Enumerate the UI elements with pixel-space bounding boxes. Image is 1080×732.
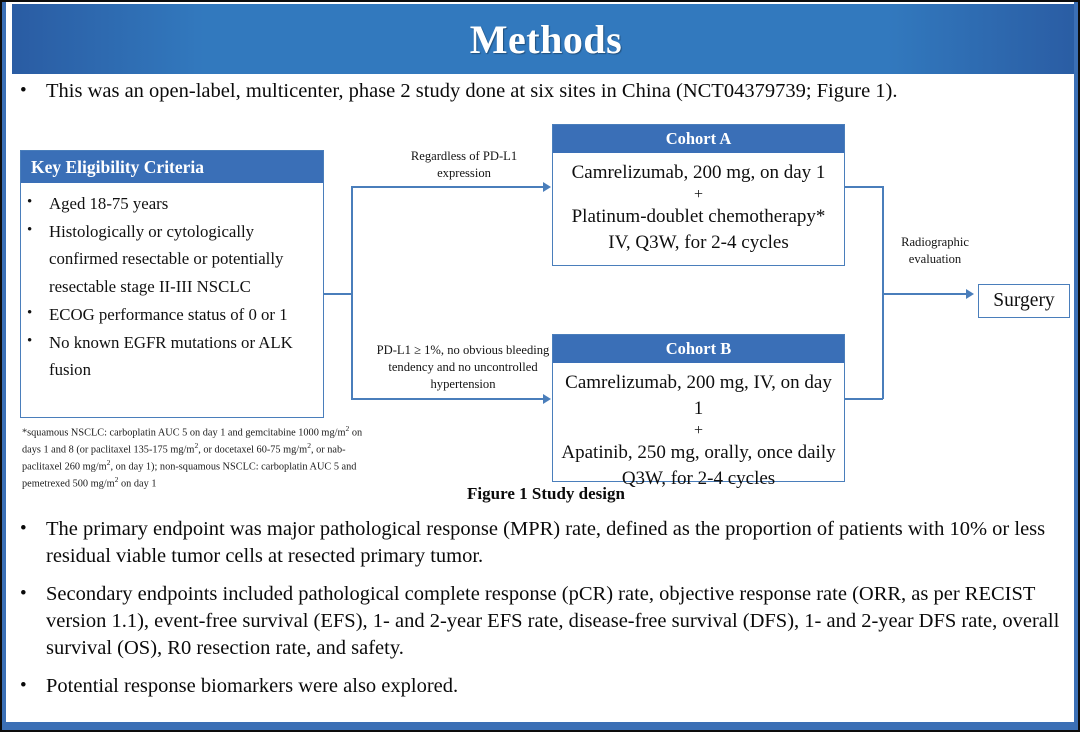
- lead-bullet-text: This was an open-label, multicenter, pha…: [46, 80, 898, 102]
- eligibility-item-text: ECOG performance status of 0 or 1: [49, 304, 288, 324]
- connector-cohort-b-out: [845, 398, 883, 400]
- label-radiographic-evaluation: Radiographic evaluation: [901, 235, 969, 266]
- connector-merge-vertical: [882, 186, 884, 399]
- lower-bullet-list: • The primary endpoint was major patholo…: [20, 516, 1068, 711]
- cohort-b-line-1: Camrelizumab, 200 mg, IV, on day 1: [565, 372, 832, 420]
- cohort-b-line-2: Apatinib, 250 mg, orally, once daily: [561, 442, 836, 464]
- bullet-marker-icon: •: [27, 304, 33, 321]
- footnote-sup: 2: [345, 424, 350, 433]
- cohort-b-line-3: Q3W, for 2-4 cycles: [621, 468, 776, 490]
- list-item: • No known EGFR mutations or ALK fusion: [27, 329, 315, 383]
- connector-to-surgery: [882, 293, 968, 295]
- figure-caption: Figure 1 Study design: [467, 484, 625, 503]
- bullet-marker-icon: •: [27, 194, 33, 210]
- arrow-head-cohort-b-icon: [543, 394, 551, 404]
- cohort-b-box: Cohort B Camrelizumab, 200 mg, IV, on da…: [552, 334, 845, 489]
- eligibility-header: Key Eligibility Criteria: [21, 151, 323, 183]
- eligibility-item-text: Histologically or cytologically confirme…: [49, 222, 284, 296]
- cohort-a-line-1: Camrelizumab, 200 mg, on day 1: [571, 162, 826, 183]
- list-item: • Aged 18-75 years: [27, 190, 315, 217]
- bullet-marker-icon: •: [20, 675, 27, 697]
- footnote-seg: on day 1: [118, 478, 157, 490]
- connector-cohort-a-out: [845, 186, 883, 188]
- lead-bullet: • This was an open-label, multicenter, p…: [20, 78, 1066, 105]
- list-item: • Histologically or cytologically confir…: [27, 218, 315, 300]
- footnote-seg: , or docetaxel 60-75 mg/m: [198, 444, 308, 456]
- label-pdl1-criteria: PD-L1 ≥ 1%, no obvious bleeding tendency…: [376, 343, 550, 391]
- list-item: • Secondary endpoints included pathologi…: [20, 581, 1068, 662]
- list-item: • The primary endpoint was major patholo…: [20, 516, 1068, 570]
- cohort-a-line-2: Platinum-doublet chemotherapy*: [571, 205, 826, 227]
- bullet-marker-icon: •: [20, 80, 27, 101]
- connector-branch-cohort-b: [351, 398, 545, 400]
- surgery-box: Surgery: [978, 284, 1070, 318]
- connector-trunk-stub: [324, 293, 352, 295]
- cohort-b-body: Camrelizumab, 200 mg, IV, on day 1 + Apa…: [553, 363, 844, 498]
- cohort-a-body: Camrelizumab, 200 mg, on day 1 + Platinu…: [553, 153, 844, 262]
- footnote-seg: , on day 1); non-squamous NSCLC: carbopl…: [22, 461, 357, 490]
- footnote-sup: 2: [307, 441, 311, 451]
- eligibility-criteria-box: Key Eligibility Criteria • Aged 18-75 ye…: [20, 150, 324, 418]
- footnote-seg: , or nab-paclitaxel 260 mg/m: [22, 444, 346, 473]
- footnote-sup: 2: [106, 458, 111, 468]
- study-design-diagram: Key Eligibility Criteria • Aged 18-75 ye…: [12, 118, 1074, 490]
- footnote-seg: *squamous NSCLC: carboplatin AUC 5 on da…: [22, 427, 346, 439]
- slide-title-bar: Methods: [12, 4, 1074, 74]
- cohort-a-line-3: IV, Q3W, for 2-4 cycles: [608, 232, 789, 254]
- cohort-b-plus: +: [693, 422, 704, 440]
- lower-bullet-text: The primary endpoint was major pathologi…: [46, 518, 1046, 568]
- bullet-marker-icon: •: [20, 583, 27, 605]
- cohort-a-box: Cohort A Camrelizumab, 200 mg, on day 1 …: [552, 124, 845, 266]
- cohort-a-header: Cohort A: [553, 125, 844, 153]
- eligibility-item-text: No known EGFR mutations or ALK fusion: [49, 333, 293, 380]
- cohort-b-header: Cohort B: [553, 335, 844, 363]
- arrow-head-surgery-icon: [966, 289, 974, 299]
- lower-bullet-text: Secondary endpoints included pathologica…: [46, 583, 1060, 660]
- footnote-sup: 2: [194, 441, 199, 451]
- footnote-seg: on days 1 and 8 (or paclitaxel 135-175 m…: [22, 427, 363, 456]
- bullet-marker-icon: •: [20, 518, 27, 539]
- footnote-sup: 2: [114, 475, 119, 485]
- surgery-label: Surgery: [993, 290, 1055, 311]
- cohort-a-plus: +: [693, 186, 704, 204]
- chemotherapy-footnote: *squamous NSCLC: carboplatin AUC 5 on da…: [22, 424, 382, 492]
- bullet-marker-icon: •: [27, 333, 33, 350]
- lower-bullet-text: Potential response biomarkers were also …: [46, 675, 459, 698]
- connector-trunk-vertical: [351, 186, 353, 399]
- list-item: • Potential response biomarkers were als…: [20, 673, 1068, 700]
- connector-branch-cohort-a: [351, 186, 545, 188]
- eligibility-item-text: Aged 18-75 years: [49, 194, 169, 213]
- label-regardless-pdl1: Regardless of PD-L1 expression: [410, 149, 518, 180]
- list-item: • ECOG performance status of 0 or 1: [27, 301, 315, 328]
- bullet-marker-icon: •: [27, 222, 33, 239]
- eligibility-list: • Aged 18-75 years • Histologically or c…: [21, 183, 323, 383]
- arrow-head-cohort-a-icon: [543, 182, 551, 192]
- page-title: Methods: [469, 16, 623, 62]
